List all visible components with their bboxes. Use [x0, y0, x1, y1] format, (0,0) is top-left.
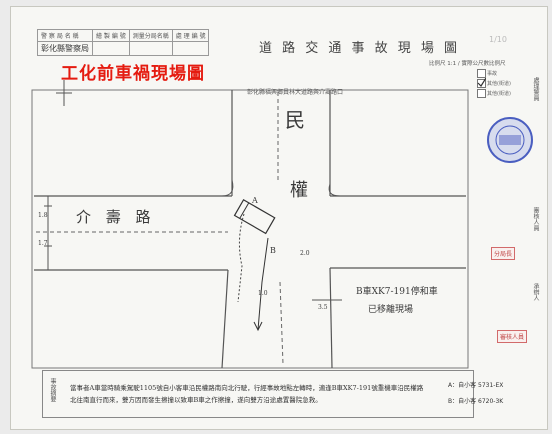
checkbox-label: 其他(街道) [487, 81, 511, 87]
agency-name: 彰化縣警察局 [37, 41, 93, 56]
vehicle-b-plate: B：自小客 6720-3K [448, 398, 504, 405]
measure: 3.5 [318, 304, 328, 311]
sidebar-label: 審核人員 [532, 207, 539, 231]
sidebar-label: 處理警員 [532, 77, 539, 101]
form-title: 道 路 交 通 事 故 現 場 圖 [259, 41, 461, 56]
checkbox-label: 事故 [487, 71, 498, 77]
stamp: 分局長 [491, 247, 516, 260]
measure: 1.0 [258, 290, 268, 297]
accident-report-sheet: 警 察 局 名 稱 繪 製 編 號 測量分局名稱 處 理 編 號 彰化縣警察局 … [10, 6, 548, 430]
checkbox [477, 69, 486, 78]
vehicle-a-plate: A：自小客 5731-EX [448, 382, 504, 389]
vehicle-a-sketch [233, 199, 276, 235]
measure: 1.7 [38, 240, 48, 247]
header-table: 警 察 局 名 稱 繪 製 編 號 測量分局名稱 處 理 編 號 彰化縣警察局 [37, 29, 210, 56]
vehicle-b-path [257, 237, 269, 331]
vehicle-tag: B [270, 246, 276, 255]
vehicle-tag: A [252, 196, 258, 205]
page-number: 1/10 [489, 35, 507, 44]
note-line: 已移離現場 [368, 305, 414, 315]
note-line: B車XK7-191停和車 [356, 287, 438, 297]
description-box [42, 370, 474, 418]
trajectory [237, 213, 245, 303]
lane-divider [279, 281, 284, 365]
location-line: 彰化縣福興鄉員林大道路與介壽路口 [247, 89, 344, 96]
overlay-title: 工化前車禍現場圖 [61, 64, 205, 84]
checkbox-label: 其他(街道) [487, 91, 511, 97]
check-icon [477, 78, 486, 87]
measure: 2.0 [300, 250, 310, 257]
road-name-char: 權 [290, 180, 308, 201]
stamp: 審核人員 [497, 330, 528, 343]
description-label: 事故摘要 [49, 378, 56, 402]
road-edge [221, 269, 229, 369]
checkbox [477, 78, 486, 88]
sidebar-label: 承辦人 [532, 283, 539, 301]
diagram-frame [31, 89, 469, 369]
road-name-char: 民 [285, 108, 305, 132]
checkbox [477, 89, 486, 98]
road-edge [329, 267, 333, 369]
official-seal-icon [487, 117, 533, 163]
road-name-horizontal: 介 壽 路 [76, 208, 156, 226]
measure: 1.8 [38, 212, 48, 219]
scale-text: 比例尺 1:1 / 實際公尺數比例尺 [429, 61, 506, 67]
description-text: 當事者A車當時騎乘駕駛1105號自小客車沿民權路南向北行駛，行經事故地點左轉時，… [70, 384, 424, 404]
